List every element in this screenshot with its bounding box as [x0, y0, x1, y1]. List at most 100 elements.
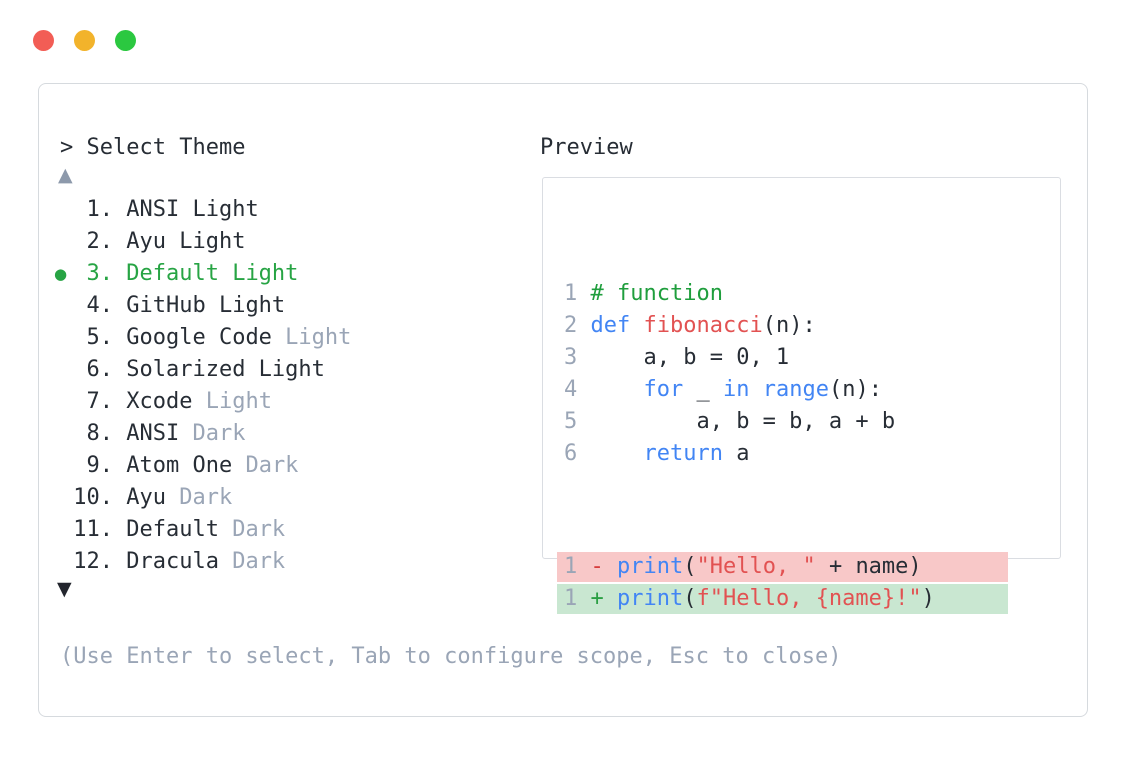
code-token: ) [921, 586, 935, 611]
code-token: _ [683, 377, 723, 402]
theme-item-number: 12. [60, 549, 127, 574]
code-token: print [617, 586, 684, 611]
minimize-button[interactable] [74, 30, 95, 51]
line-number: 3 [564, 345, 591, 370]
line-number: 4 [564, 377, 591, 402]
code-line: 5 a, b = b, a + b [564, 406, 1008, 438]
theme-item-label: ANSI Light [126, 197, 259, 222]
theme-item-number: 8. [60, 421, 127, 446]
diff-line-added: 1 + print(f"Hello, {name}!") [557, 584, 1008, 614]
line-number: 5 [564, 409, 591, 434]
theme-item-label: Dracula [126, 549, 219, 574]
theme-item-variant: Dark [179, 421, 246, 446]
scroll-up-icon[interactable]: ▲ [58, 164, 73, 186]
scroll-down-icon[interactable]: ▼ [57, 578, 72, 600]
code-token: # function [590, 281, 723, 306]
code-token: range [762, 377, 829, 402]
theme-list: 1. ANSI Light 2. Ayu Light● 3. Default L… [54, 194, 351, 578]
line-number: 2 [564, 313, 591, 338]
theme-item-label: Google Code [126, 325, 272, 350]
line-number: 1 [564, 586, 591, 611]
page-title: Select Theme [86, 135, 246, 160]
theme-item-variant: Dark [232, 453, 299, 478]
theme-item-number: 3. [60, 261, 127, 286]
code-line: 6 return a [564, 438, 1008, 470]
code-token: "Hello, " [696, 554, 816, 579]
theme-list-item[interactable]: 4. GitHub Light [60, 290, 351, 322]
code-token: a, b = 0, 1 [590, 345, 790, 370]
theme-item-variant: Light [192, 389, 272, 414]
theme-item-number: 7. [60, 389, 127, 414]
line-number: 1 [564, 554, 591, 579]
theme-item-variant: Dark [165, 485, 233, 510]
code-line: 1 # function [564, 278, 1008, 310]
close-button[interactable] [33, 30, 54, 51]
theme-list-item[interactable]: 6. Solarized Light [60, 354, 351, 386]
theme-list-item[interactable]: 8. ANSI Dark [60, 418, 351, 450]
theme-item-label: Solarized Light [126, 357, 325, 382]
code-diff: 1 - print("Hello, " + name)1 + print(f"H… [557, 552, 1008, 614]
window-controls [33, 30, 136, 51]
code-token: f"Hello, {name}!" [696, 586, 922, 611]
code-token: in [722, 377, 750, 402]
line-number: 6 [564, 441, 591, 466]
theme-list-item[interactable]: 5. Google Code Light [60, 322, 351, 354]
code-token: def [590, 313, 631, 338]
theme-list-item[interactable]: ● 3. Default Light [54, 258, 351, 290]
theme-item-number: 6. [60, 357, 127, 382]
prompt-line: > Select Theme [60, 136, 245, 160]
theme-item-number: 11. [60, 517, 127, 542]
zoom-button[interactable] [115, 30, 136, 51]
theme-item-number: 2. [60, 229, 127, 254]
theme-item-variant: Dark [218, 549, 286, 574]
theme-item-number: 9. [60, 453, 127, 478]
diff-line-removed: 1 - print("Hello, " + name) [557, 552, 1008, 582]
theme-item-number: 10. [60, 485, 127, 510]
theme-item-label: Default [126, 517, 219, 542]
diff-minus-sign: - [590, 554, 617, 579]
theme-item-label: Atom One [126, 453, 233, 478]
code-line: 2 def fibonacci(n): [564, 310, 1008, 342]
theme-item-number: 5. [60, 325, 127, 350]
theme-item-label: Ayu Light [126, 229, 246, 254]
preview-label: Preview [540, 135, 633, 160]
code-token [591, 377, 644, 402]
prompt-caret: > [60, 135, 74, 160]
line-number: 1 [564, 281, 591, 306]
theme-list-item[interactable]: 7. Xcode Light [60, 386, 351, 418]
theme-item-label: GitHub Light [126, 293, 286, 318]
theme-item-number: 1. [60, 197, 127, 222]
theme-item-label: Ayu [126, 485, 166, 510]
code-token: (n): [762, 313, 816, 338]
code-token: fibonacci [643, 313, 763, 338]
theme-list-item[interactable]: 11. Default Dark [60, 514, 351, 546]
theme-list-item[interactable]: 12. Dracula Dark [60, 546, 351, 578]
code-token: for [643, 377, 684, 402]
code-token: + name) [815, 554, 922, 579]
theme-item-label: Default Light [126, 261, 299, 286]
theme-list-item[interactable]: 1. ANSI Light [60, 194, 351, 226]
code-token: return [643, 441, 723, 466]
theme-item-variant: Dark [218, 517, 286, 542]
code-token [591, 441, 644, 466]
keyboard-hint: (Use Enter to select, Tab to configure s… [60, 644, 842, 669]
theme-list-item[interactable]: 10. Ayu Dark [60, 482, 351, 514]
theme-item-label: Xcode [126, 389, 193, 414]
code-token [630, 313, 643, 338]
theme-list-item[interactable]: 9. Atom One Dark [60, 450, 351, 482]
code-token [749, 377, 762, 402]
theme-item-number: 4. [60, 293, 127, 318]
code-token: a [722, 441, 750, 466]
code-token: a, b = b, a + b [590, 409, 896, 434]
code-token: (n): [828, 377, 882, 402]
code-token: ( [683, 586, 697, 611]
code-token: print [617, 554, 684, 579]
code-token: ( [683, 554, 697, 579]
diff-plus-sign: + [590, 586, 617, 611]
theme-list-item[interactable]: 2. Ayu Light [60, 226, 351, 258]
selected-dot-icon: ● [54, 265, 68, 283]
theme-item-label: ANSI [126, 421, 180, 446]
